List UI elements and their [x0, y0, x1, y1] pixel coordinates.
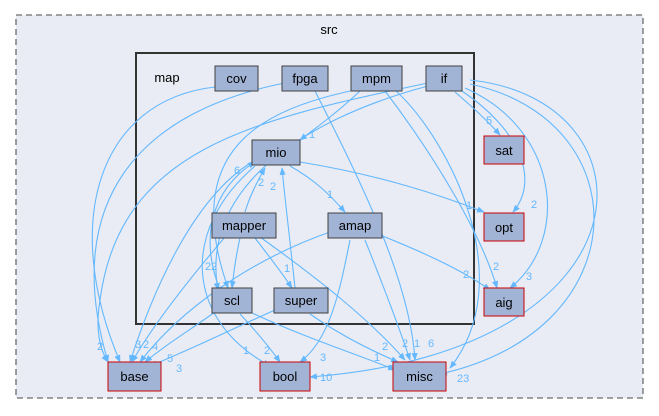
edge-label-if-sat: 5 [486, 115, 492, 127]
edge-mpm-aig [384, 90, 499, 289]
edge-mapper-scl [229, 237, 241, 289]
edge-if-misc [439, 83, 595, 376]
node-opt[interactable]: opt [483, 212, 525, 242]
node-cov[interactable]: cov [214, 65, 259, 92]
edge-scl-misc [249, 311, 396, 371]
edge-label-to-base-f: 3 [176, 363, 182, 375]
node-bool-label: bool [273, 369, 298, 384]
edge-mpm-misc [394, 89, 480, 369]
node-sat-label: sat [495, 143, 513, 158]
edge-label-to-misc-e: 6 [428, 338, 434, 350]
node-super[interactable]: super [273, 287, 329, 314]
edge-labels: 5 1 1 1 2 2 2 6 1 22 2 2 3 2 3 2 4 5 3 1… [97, 115, 537, 385]
edge-cov-base [91, 86, 216, 363]
edge-if-base [97, 82, 429, 363]
edge-label-to-base-c: 2 [143, 339, 149, 351]
cluster-map[interactable]: map [135, 52, 475, 325]
edge-label-to-base-d: 4 [152, 341, 158, 353]
edge-amap-bool [299, 239, 351, 363]
node-sat[interactable]: sat [483, 135, 525, 165]
node-aig[interactable]: aig [483, 287, 525, 317]
node-mio-label: mio [266, 145, 287, 160]
edge-super-misc [309, 313, 399, 363]
edge-label-to-bool-c: 3 [320, 352, 326, 364]
edge-label-scl-mio: 6 [234, 165, 240, 177]
edge-label-to-base-a: 2 [97, 341, 103, 353]
edge-mapper-base [131, 236, 226, 363]
node-base[interactable]: base [107, 361, 162, 392]
edge-label-if-aig-a: 2 [493, 261, 499, 273]
edge-scl-bool [239, 313, 281, 363]
edge-amap-aig [379, 234, 491, 291]
edge-scl-base [144, 311, 216, 363]
edge-label-if-aig-b: 3 [526, 271, 532, 283]
edge-fpga-base [93, 81, 291, 363]
edge-mapper-super [254, 237, 293, 289]
edge-if-sat [454, 91, 501, 136]
edge-label-to-misc-b: 2 [382, 341, 388, 353]
edge-label-if-opt: 2 [531, 199, 537, 211]
node-fpga-label: fpga [292, 71, 318, 86]
edge-mpm-mio [299, 90, 361, 141]
edge-mio-amap [289, 165, 346, 213]
node-mapper[interactable]: mapper [211, 212, 277, 239]
edge-mio-bool [201, 165, 271, 367]
node-scl[interactable]: scl [211, 287, 253, 314]
node-mpm[interactable]: mpm [350, 65, 403, 92]
edge-label-to-bool-a: 1 [243, 345, 249, 357]
node-misc-label: misc [406, 369, 433, 384]
edge-label-mio-opt: 1 [466, 200, 472, 212]
node-scl-label: scl [224, 293, 240, 308]
node-aig-label: aig [495, 295, 512, 310]
edge-if-aig [464, 87, 548, 289]
edge-super-base [149, 309, 276, 367]
node-mapper-label: mapper [222, 218, 267, 233]
edge-label-to-bool-d: 10 [320, 372, 332, 384]
edge-amap-misc [364, 239, 411, 361]
edge-label-mapper-scl: 22 [205, 261, 217, 273]
edge-label-to-misc-c: 2 [402, 338, 408, 350]
edge-label-to-misc-a: 1 [374, 352, 380, 364]
node-if-label: if [441, 71, 448, 86]
edge-label-to-base-b: 3 [135, 339, 141, 351]
cluster-src-label: src [320, 22, 338, 37]
edge-label-to-misc-d: 1 [414, 338, 420, 350]
edge-label-mpm-mio: 1 [309, 129, 315, 141]
edge-label-mapper-super: 1 [284, 263, 290, 275]
node-misc[interactable]: misc [392, 361, 447, 392]
edge-super-mio [279, 167, 296, 289]
edge-label-mapper-mio: 2 [258, 177, 264, 189]
edge-label-mio-amap: 1 [327, 189, 333, 201]
edge-mio-opt [299, 161, 485, 213]
node-base-label: base [120, 369, 148, 384]
node-bool[interactable]: bool [259, 361, 311, 392]
edge-label-to-base-e: 5 [167, 353, 173, 365]
edge-label-super-mio: 2 [270, 181, 276, 193]
edge-if-bool [309, 79, 598, 380]
edge-label-to-bool-b: 2 [264, 345, 270, 357]
edge-label-amap-aig: 2 [463, 269, 469, 281]
node-mio[interactable]: mio [251, 139, 301, 166]
cluster-map-label: map [154, 70, 179, 85]
node-opt-label: opt [495, 220, 513, 235]
node-super-label: super [285, 293, 318, 308]
edge-label-to-misc-f: 23 [457, 373, 469, 385]
node-amap-label: amap [339, 218, 372, 233]
node-fpga[interactable]: fpga [281, 65, 329, 92]
node-cov-label: cov [226, 71, 247, 86]
edge-mio-base [129, 161, 253, 363]
edge-mapper-mio [244, 167, 266, 213]
node-mpm-label: mpm [362, 71, 391, 86]
node-if[interactable]: if [425, 65, 463, 92]
node-amap[interactable]: amap [327, 212, 383, 239]
